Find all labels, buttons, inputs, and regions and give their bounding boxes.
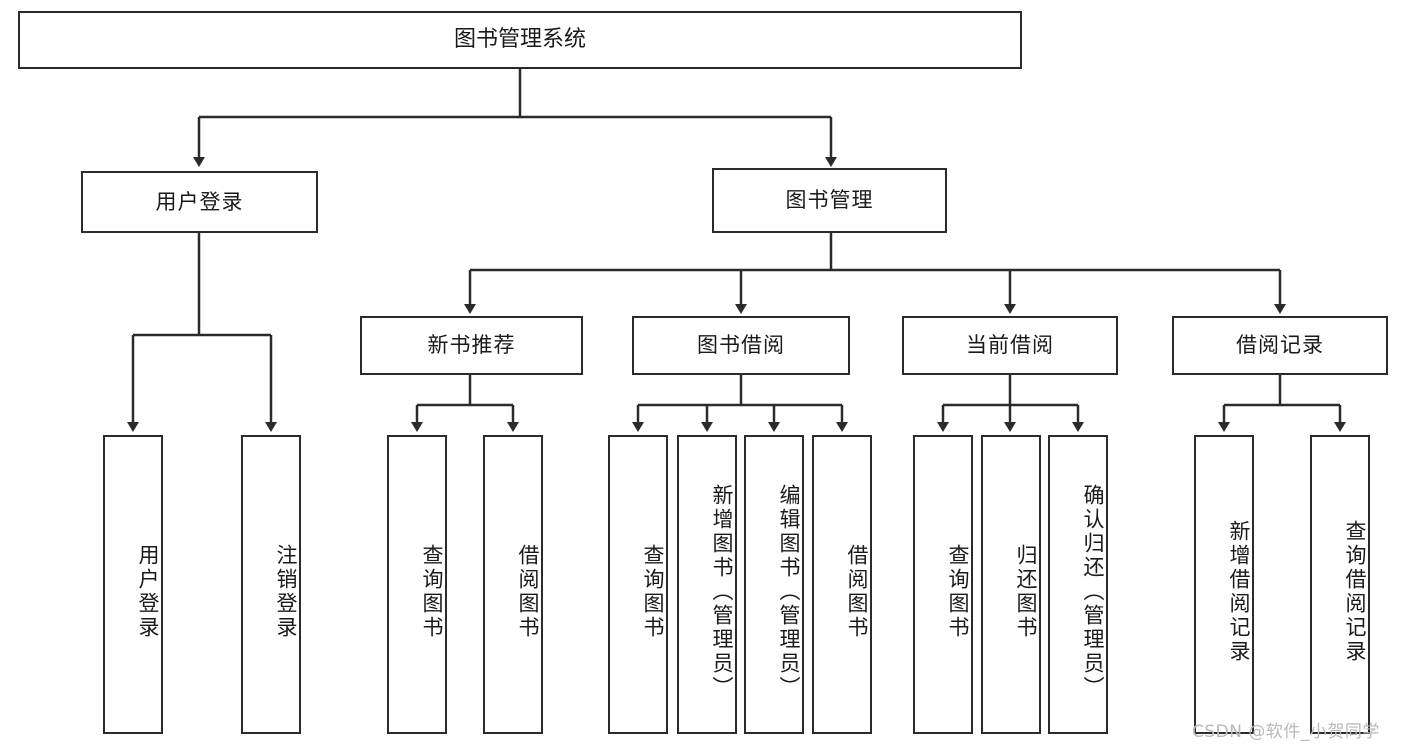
leaf-query-book-borrow[interactable]: 查询图书 <box>608 435 668 734</box>
leaf-label: 确认归还（管理员） <box>1081 483 1105 700</box>
csdn-watermark: CSDN @软件_小贺同学 <box>1192 722 1380 742</box>
leaf-confirm-return-admin[interactable]: 确认归还（管理员） <box>1048 435 1108 734</box>
leaf-user-login[interactable]: 用户登录 <box>103 435 163 734</box>
leaf-return-book[interactable]: 归还图书 <box>981 435 1041 734</box>
leaf-label: 查询图书 <box>420 543 444 640</box>
leaf-label: 查询借阅记录 <box>1343 519 1367 664</box>
leaf-borrow-book-new[interactable]: 借阅图书 <box>483 435 543 734</box>
leaf-query-borrow-record[interactable]: 查询借阅记录 <box>1310 435 1370 734</box>
node-borrow-record[interactable]: 借阅记录 <box>1172 316 1388 375</box>
node-user-login[interactable]: 用户登录 <box>81 171 318 233</box>
leaf-edit-book-admin[interactable]: 编辑图书（管理员） <box>744 435 804 734</box>
leaf-label: 查询图书 <box>946 543 970 640</box>
leaf-label: 查询图书 <box>641 543 665 640</box>
leaf-label: 借阅图书 <box>845 543 869 640</box>
leaf-logout[interactable]: 注销登录 <box>241 435 301 734</box>
leaf-label: 新增借阅记录 <box>1227 519 1251 664</box>
node-root[interactable]: 图书管理系统 <box>18 11 1022 69</box>
node-book-borrow[interactable]: 图书借阅 <box>632 316 850 375</box>
leaf-query-book-current[interactable]: 查询图书 <box>913 435 973 734</box>
leaf-label: 借阅图书 <box>516 543 540 640</box>
leaf-label: 归还图书 <box>1014 543 1038 640</box>
node-current-borrow[interactable]: 当前借阅 <box>902 316 1118 375</box>
leaf-label: 注销登录 <box>274 543 298 640</box>
leaf-query-book-new[interactable]: 查询图书 <box>387 435 447 734</box>
leaf-add-borrow-record[interactable]: 新增借阅记录 <box>1194 435 1254 734</box>
leaf-add-book-admin[interactable]: 新增图书（管理员） <box>677 435 737 734</box>
node-book-management[interactable]: 图书管理 <box>712 168 947 233</box>
leaf-borrow-book[interactable]: 借阅图书 <box>812 435 872 734</box>
node-new-book-recommend[interactable]: 新书推荐 <box>360 316 583 375</box>
leaf-label: 新增图书（管理员） <box>710 483 734 700</box>
leaf-label: 用户登录 <box>136 543 160 640</box>
leaf-label: 编辑图书（管理员） <box>777 483 801 700</box>
